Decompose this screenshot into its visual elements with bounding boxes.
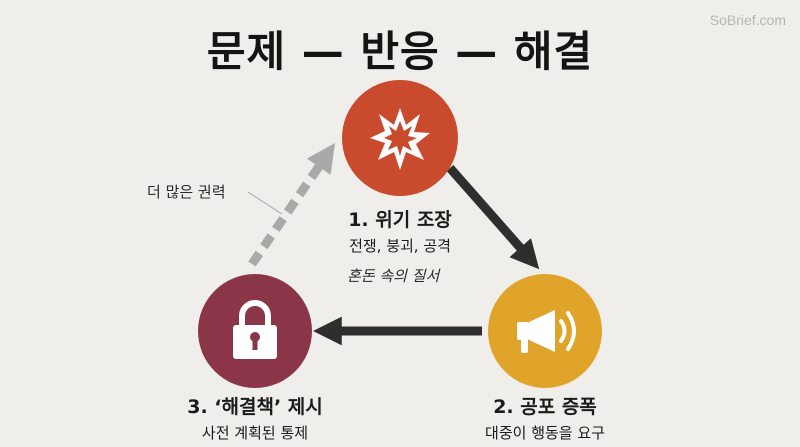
side-note: 더 많은 권력 [147, 183, 226, 201]
megaphone-icon [517, 310, 576, 353]
padlock-icon [233, 300, 277, 359]
stage-solution-title: 3. ‘해결책’ 제시 [187, 396, 323, 418]
stage-solution-label: 3. ‘해결책’ 제시 사전 계획된 통제 [155, 392, 355, 443]
stage-crisis-node [342, 80, 458, 196]
brand-watermark: SoBrief.com [709, 12, 786, 28]
center-note: 혼돈 속의 질서 [347, 267, 440, 285]
stage-crisis-subtitle: 전쟁, 붕괴, 공격 [349, 237, 451, 255]
stage-crisis-title: 1. 위기 조장 [348, 209, 452, 231]
stage-crisis-label: 1. 위기 조장 전쟁, 붕괴, 공격 [300, 205, 500, 256]
arrow-crisis-to-fear [446, 165, 540, 270]
stage-fear-subtitle: 대중이 행동을 요구 [485, 424, 605, 442]
side-note-pointer [247, 191, 283, 215]
stage-fear-label: 2. 공포 증폭 대중이 행동을 요구 [445, 392, 645, 443]
stage-fear-title: 2. 공포 증폭 [493, 396, 597, 418]
explosion-icon [370, 108, 430, 170]
page-title: 문제 — 반응 — 해결 [206, 27, 594, 76]
stage-fear-node [488, 274, 602, 388]
stage-solution-node [198, 274, 312, 388]
stage-solution-subtitle: 사전 계획된 통제 [201, 424, 309, 442]
